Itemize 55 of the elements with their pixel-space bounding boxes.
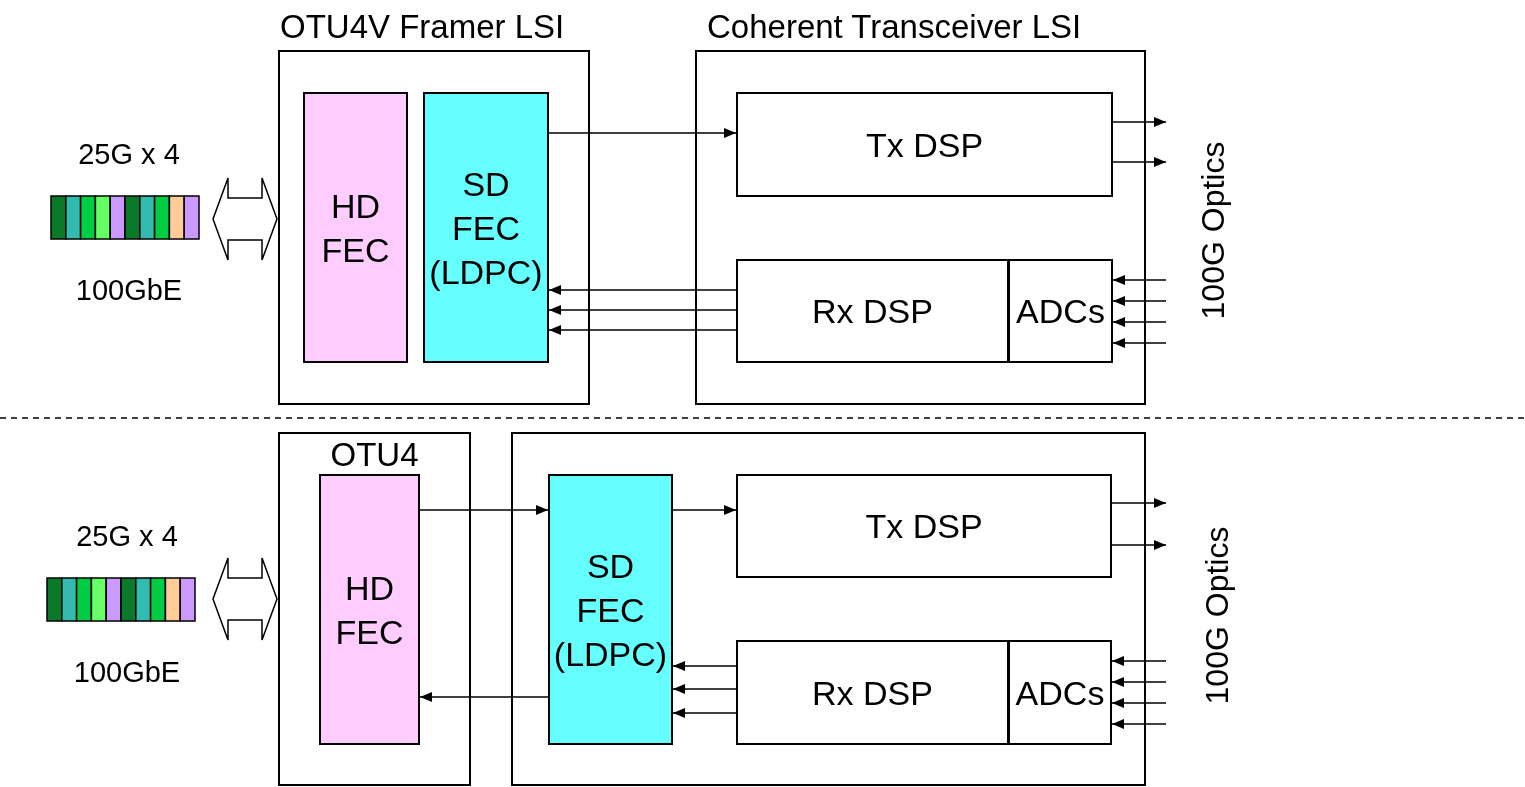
block-label: ADCs <box>1015 672 1105 714</box>
arrow <box>672 661 737 671</box>
optics-label: 100G Optics <box>1195 141 1233 319</box>
block-label: Tx DSP <box>865 506 983 547</box>
arrow <box>419 692 549 702</box>
otu-chip-box <box>278 432 471 786</box>
arrow <box>672 505 737 515</box>
arrow <box>548 305 737 315</box>
fec-block <box>423 92 549 363</box>
arrow <box>1111 719 1167 729</box>
rate-label: 25G x 4 <box>75 519 179 554</box>
arrow <box>1112 117 1167 127</box>
dsp-block <box>736 92 1113 197</box>
arrow <box>419 505 549 515</box>
arrow <box>1112 157 1167 167</box>
dsp-block <box>736 474 1112 578</box>
rate-label: 100GbE <box>74 273 184 308</box>
arrow <box>548 325 737 335</box>
fec-block <box>303 92 408 363</box>
fec-block <box>548 474 673 745</box>
arrow <box>1112 275 1167 285</box>
adc-block <box>1008 259 1113 363</box>
rate-label: 100GbE <box>72 655 182 690</box>
arrow <box>1111 656 1167 666</box>
rate-label: 25G x 4 <box>77 137 181 172</box>
block-label: Rx DSP <box>812 291 933 332</box>
block-label: SD FEC (LDPC) <box>428 163 544 293</box>
arrow <box>672 684 737 694</box>
block-label: Rx DSP <box>812 672 933 714</box>
chip-title: OTU4V Framer LSI <box>280 8 565 46</box>
arrow <box>1111 540 1167 550</box>
arrow <box>1111 677 1167 687</box>
arrow <box>1112 317 1167 327</box>
chip-title: OTU4 <box>329 436 420 474</box>
chip-title: Coherent Transceiver LSI <box>707 8 1082 46</box>
arrow <box>1112 338 1167 348</box>
block-label: SD FEC (LDPC) <box>552 545 669 675</box>
arrow <box>548 285 737 295</box>
arrow <box>1111 498 1167 508</box>
optics-label: 100G Optics <box>1199 526 1237 704</box>
adc-block <box>1008 640 1112 745</box>
block-label: HD FEC <box>320 185 391 271</box>
fec-block <box>319 474 420 745</box>
dsp-block <box>736 259 1009 363</box>
block-label: HD FEC <box>334 567 405 653</box>
dsp-block <box>736 640 1009 745</box>
block-label: ADCs <box>1016 291 1105 332</box>
double-arrow <box>212 557 278 641</box>
double-arrow <box>212 177 278 261</box>
block-label: Tx DSP <box>865 124 984 166</box>
arrow <box>1111 698 1167 708</box>
arrow <box>672 708 737 718</box>
transceiver-chip-box <box>511 432 1146 786</box>
arrow <box>1112 296 1167 306</box>
arrow <box>548 128 737 138</box>
